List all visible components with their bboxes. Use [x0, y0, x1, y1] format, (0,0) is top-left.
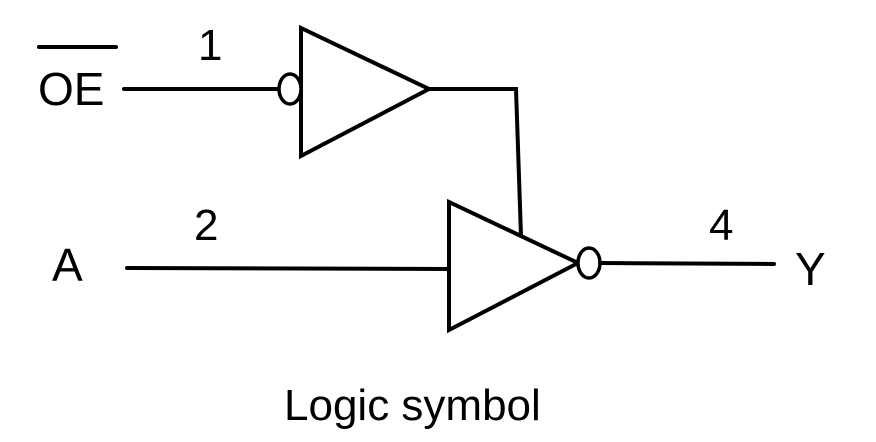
oe-label: OE	[38, 63, 104, 115]
oe-input: OE 1	[37, 21, 281, 115]
a-wire	[125, 266, 451, 271]
output-inverter-triangle	[447, 198, 583, 334]
a-label: A	[52, 239, 83, 291]
y-wire	[598, 261, 776, 266]
pin-2-label: 2	[194, 201, 218, 250]
enable-control-wire	[427, 87, 523, 238]
enable-buffer-gate	[277, 24, 434, 160]
pin-1-label: 1	[198, 21, 222, 70]
enable-buffer-triangle	[299, 24, 434, 160]
output-inversion-bubble	[576, 246, 602, 280]
a-input: A 2	[52, 201, 451, 291]
y-label: Y	[795, 243, 826, 295]
pin-4-label: 4	[709, 201, 733, 250]
diagram-caption: Logic symbol	[284, 381, 541, 430]
enable-input-inversion-bubble	[277, 72, 303, 106]
y-output: 4 Y	[598, 201, 826, 295]
output-inverter-gate	[447, 198, 602, 334]
